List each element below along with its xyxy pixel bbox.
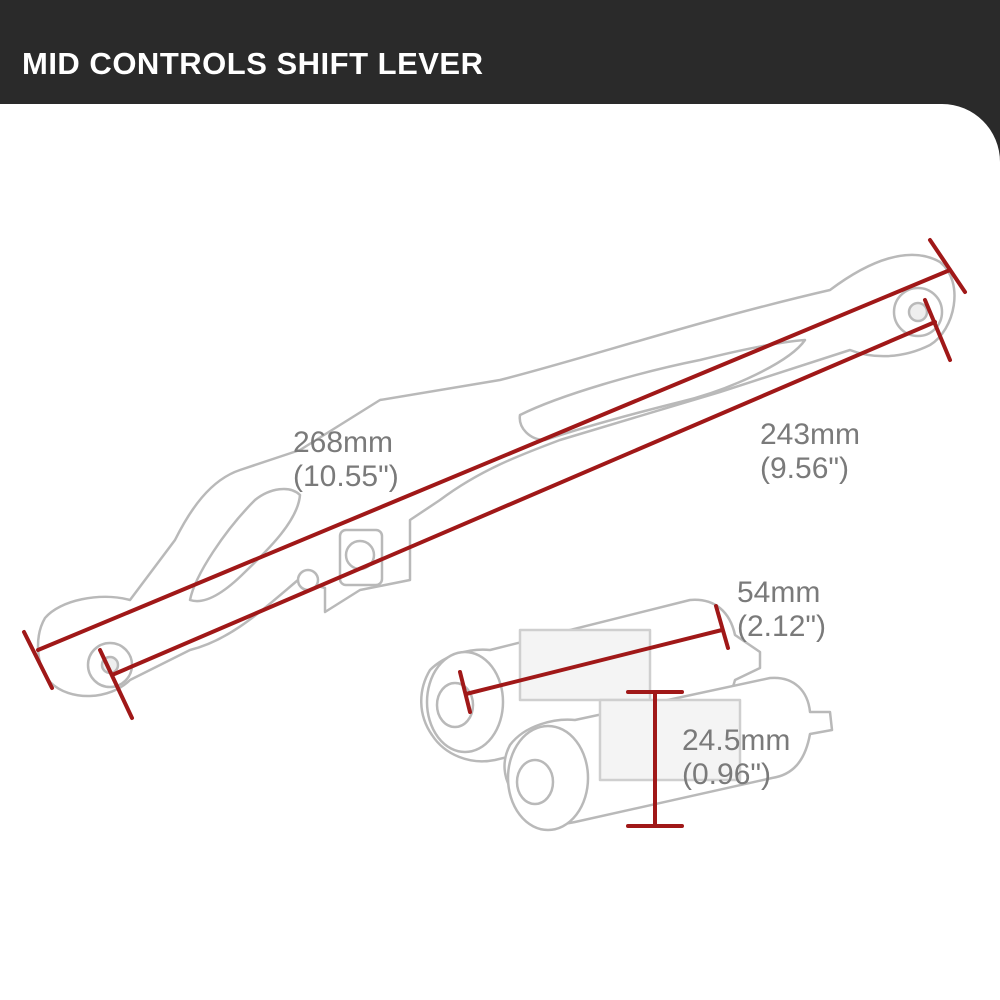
dimension-metric: 268mm (293, 426, 394, 459)
dimension-line-overall (36, 268, 952, 652)
dimension-metric: 54mm (737, 576, 821, 609)
dimension-metric: 243mm (760, 418, 861, 451)
dimension-label-overall: 268mm (10.55") (293, 426, 399, 494)
dimension-lines (22, 238, 967, 828)
dimension-line-center (110, 320, 937, 677)
dimension-metric: 24.5mm (682, 724, 791, 757)
dimension-imperial: (10.55") (293, 460, 399, 493)
dimension-imperial: (2.12") (737, 610, 827, 643)
dimension-label-peg-length: 54mm (2.12") (737, 576, 826, 644)
dimension-imperial: (0.96") (682, 758, 772, 791)
dimension-label-peg-diameter: 24.5mm (0.96") (682, 724, 790, 792)
page-title: MID CONTROLS SHIFT LEVER (22, 46, 484, 81)
dimension-label-center: 243mm (9.56") (760, 418, 860, 486)
dimension-line-peg-length (464, 628, 724, 696)
dimension-imperial: (9.56") (760, 452, 850, 485)
